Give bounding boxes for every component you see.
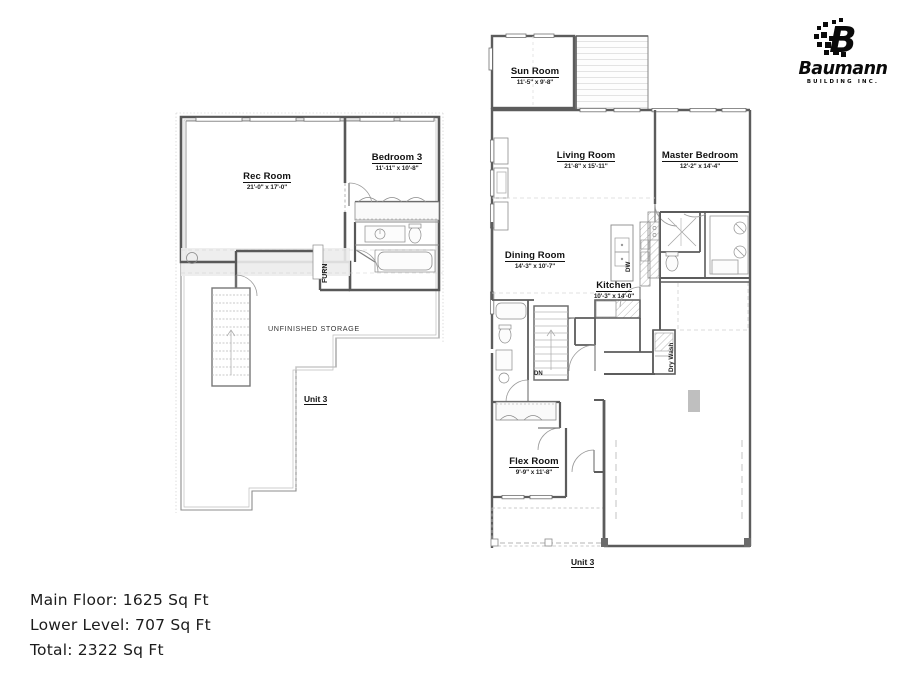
baumann-logo: B Baumann BUILDING INC. — [793, 18, 893, 86]
label-unfinished-storage: UNFINISHED STORAGE — [268, 324, 360, 333]
room-name: Living Room — [556, 150, 616, 162]
room-dimensions: 21'-8" x 15'-11" — [564, 162, 608, 170]
main-floor-sqft: Main Floor: 1625 Sq Ft — [30, 591, 209, 609]
room-label-flex-room: Flex Room 9'-9" x 11'-8" — [498, 452, 570, 477]
square-footage-summary: Main Floor: 1625 Sq Ft Lower Level: 707 … — [30, 588, 450, 663]
room-label-rec-room: Rec Room 21'-0" x 17'-0" — [223, 167, 311, 192]
label-dishwasher: DW — [625, 261, 632, 272]
room-name: Master Bedroom — [661, 150, 739, 162]
room-name: Bedroom 3 — [371, 152, 423, 164]
unit-tag-main-floor: Unit 3 — [571, 557, 595, 568]
room-dimensions: 11'-5" x 9'-8" — [516, 78, 554, 86]
lower-level-plan — [175, 112, 444, 513]
room-name: Kitchen — [596, 280, 632, 292]
total-sqft: Total: 2322 Sq Ft — [30, 641, 164, 659]
basement-stairs — [211, 287, 251, 387]
unit-tag-lower-level: Unit 3 — [304, 394, 328, 405]
room-dimensions: 9'-9" x 11'-8" — [515, 468, 553, 476]
room-label-kitchen: Kitchen 10'-3" x 14'-0" — [578, 276, 650, 301]
room-label-master-bedroom: Master Bedroom 12'-2" x 14'-4" — [650, 146, 750, 171]
room-dimensions: 21'-0" x 17'-0" — [246, 183, 288, 191]
label-stairs-down: DN — [534, 371, 543, 377]
lower-level-sqft: Lower Level: 707 Sq Ft — [30, 616, 211, 634]
room-dimensions: 11'-11" x 10'-8" — [375, 164, 419, 172]
logo-wordmark: Baumann — [798, 59, 888, 79]
logo-b-glyph: B — [814, 18, 857, 61]
logo-mark-icon: B — [813, 18, 873, 61]
main-stairs — [533, 305, 569, 381]
room-name: Sun Room — [510, 66, 560, 78]
room-label-bedroom-3: Bedroom 3 11'-11" x 10'-8" — [358, 148, 436, 173]
label-furnace: FURN — [322, 263, 329, 283]
room-dimensions: 14'-3" x 10'-7" — [514, 262, 556, 270]
svg-text:B: B — [829, 20, 856, 60]
room-dimensions: 10'-3" x 14'-0" — [593, 292, 635, 300]
room-name: Dining Room — [504, 250, 566, 262]
room-label-living-room: Living Room 21'-8" x 15'-11" — [542, 146, 630, 171]
main-floor-plan — [488, 33, 752, 548]
room-label-dining-room: Dining Room 14'-3" x 10'-7" — [492, 246, 578, 271]
room-name: Flex Room — [509, 456, 559, 468]
logo-tagline: BUILDING INC. — [806, 79, 880, 85]
room-label-sun-room: Sun Room 11'-5" x 9'-8" — [497, 62, 573, 87]
room-dimensions: 12'-2" x 14'-4" — [679, 162, 721, 170]
room-name: Rec Room — [243, 171, 291, 183]
label-dry-wash: Dry Wash — [668, 342, 675, 372]
